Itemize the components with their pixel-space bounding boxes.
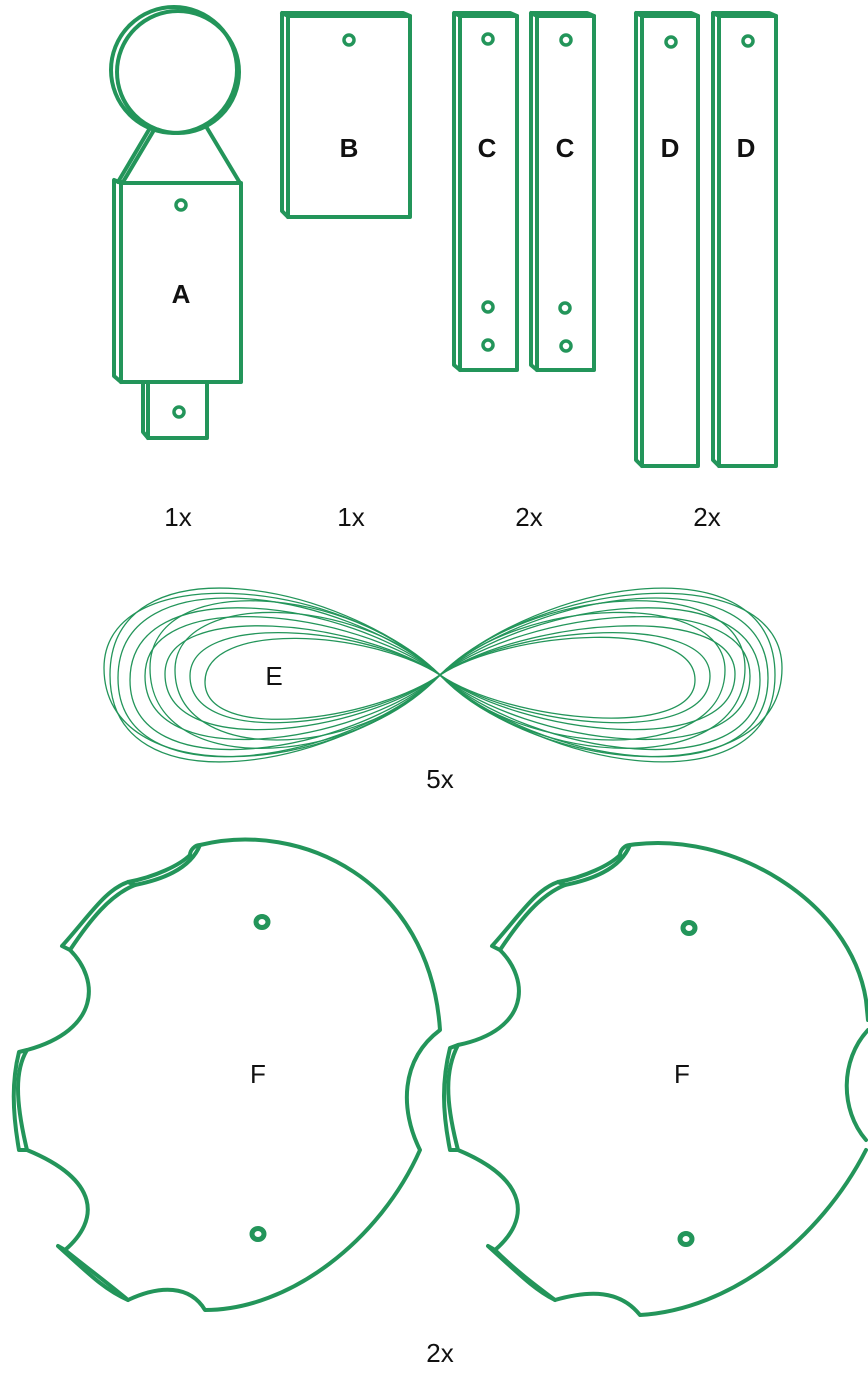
part-e-quantity: 5x [426, 764, 453, 794]
part-c-2-edge [529, 11, 596, 372]
part-a-head [115, 9, 241, 135]
part-c-2-label: C [556, 133, 575, 163]
part-e-band-9 [149, 600, 746, 750]
part-f-2-label: F [674, 1059, 690, 1089]
part-d-1 [634, 11, 700, 468]
part-c-1-board [458, 14, 519, 372]
part-d-2-board [717, 14, 778, 468]
part-c-2-hole-mid [558, 301, 572, 315]
part-d-1-hole [664, 35, 678, 49]
part-c-1-label: C [478, 133, 497, 163]
part-b-edge [280, 11, 412, 219]
part-f-2 [442, 841, 868, 1317]
part-c-1 [452, 11, 519, 372]
part-c-1-edge [452, 11, 519, 372]
part-a-neck-left [116, 126, 156, 184]
part-d-2-edge [711, 11, 778, 468]
part-f-1-hole-top [253, 914, 271, 930]
part-f-2-hole-top [680, 920, 698, 936]
part-d-quantity: 2x [693, 502, 720, 532]
part-b-quantity: 1x [337, 502, 364, 532]
part-a-peg [146, 380, 209, 440]
part-a [109, 5, 243, 440]
part-f-2-board [446, 841, 868, 1317]
part-c-1-hole-mid [481, 300, 495, 314]
part-b-board [286, 14, 412, 219]
part-f-2-hole-bottom [677, 1231, 695, 1247]
part-f-1-edge [11, 843, 202, 1302]
part-d-2 [711, 11, 778, 468]
part-a-quantity: 1x [164, 502, 191, 532]
part-e-band-1 [109, 587, 776, 763]
part-f-2-edge [442, 843, 632, 1302]
part-b [280, 11, 412, 219]
part-c-2-board [535, 14, 596, 372]
part-e-band-4 [144, 616, 751, 740]
part-c-2 [529, 11, 596, 372]
part-f-quantity: 2x [426, 1338, 453, 1368]
part-f-1-board [16, 837, 442, 1312]
part-d-2-hole [741, 34, 755, 48]
part-b-label: B [340, 133, 359, 163]
part-f-1-hole-bottom [249, 1226, 267, 1242]
part-e-band-10 [174, 611, 726, 741]
part-a-body-edge [112, 178, 123, 384]
part-e-label: E [265, 661, 282, 691]
part-c-2-hole-top [559, 33, 573, 47]
part-e-band-5 [164, 625, 736, 731]
part-d-2-label: D [737, 133, 756, 163]
part-a-hole-top [174, 198, 188, 212]
part-d-1-label: D [661, 133, 680, 163]
part-e [103, 587, 783, 763]
part-f-2-notch-right [844, 1028, 868, 1142]
part-b-hole [342, 33, 356, 47]
part-a-hole-peg [172, 405, 186, 419]
part-d-1-board [640, 14, 700, 468]
part-c-quantity: 2x [515, 502, 542, 532]
part-a-label: A [172, 279, 191, 309]
part-d-1-edge [634, 11, 700, 468]
part-f-1 [11, 837, 442, 1312]
part-c-2-hole-bottom [559, 339, 573, 353]
part-a-peg-edge [141, 380, 150, 440]
part-c-1-hole-bottom [481, 338, 495, 352]
part-f-1-label: F [250, 1059, 266, 1089]
part-a-neck-right [205, 126, 242, 185]
part-c-1-hole-top [481, 32, 495, 46]
